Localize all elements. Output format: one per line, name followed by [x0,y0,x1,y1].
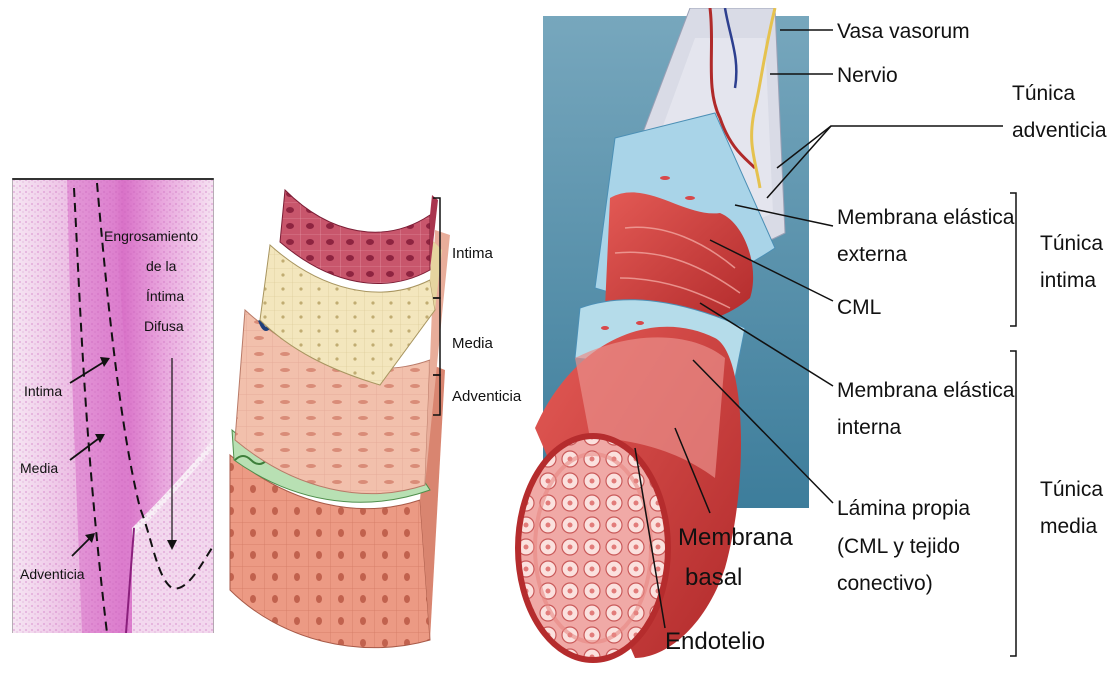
label-tunica-intima-1: Túnica [1040,230,1103,257]
label-tunica-adventicia-1: Túnica [1012,80,1075,107]
label-lamina-2: (CML y tejido [837,533,960,560]
label-endotelio: Endotelio [665,628,765,655]
layers-illustration [220,170,530,660]
label-engrosamiento-1: Engrosamiento [104,228,198,244]
vessel-illustration [515,8,1107,678]
label-engrosamiento-4: Difusa [144,318,184,334]
label-membrana-basal-2: basal [685,564,742,591]
histology-panel: Engrosamiento de la Íntima Difusa Intima… [12,178,214,633]
label-layer-media: Media [452,335,493,352]
label-mem-int-2: interna [837,414,901,441]
label-mem-ext-2: externa [837,241,907,268]
label-tunica-media-1: Túnica [1040,476,1103,503]
label-nervio: Nervio [837,62,898,89]
label-mem-int-1: Membrana elástica [837,377,1014,404]
label-engrosamiento-3: Íntima [146,288,184,304]
label-tunica-media-2: media [1040,513,1097,540]
label-histo-adventicia: Adventicia [20,566,85,582]
label-lamina-3: conectivo) [837,570,933,597]
histology-image [12,178,214,633]
label-layer-adventicia: Adventicia [452,388,521,405]
label-tunica-intima-2: intima [1040,267,1096,294]
label-tunica-adventicia-2: adventicia [1012,117,1107,144]
label-mem-ext-1: Membrana elástica [837,204,1014,231]
label-cml: CML [837,294,881,321]
label-histo-intima: Intima [24,383,62,399]
layers-panel: Intima Media Adventicia [220,170,530,660]
label-engrosamiento-2: de la [146,258,176,274]
label-layer-intima: Intima [452,245,493,262]
vessel-panel: Vasa vasorum Nervio Túnica adventicia Me… [515,8,1107,678]
label-lamina-1: Lámina propia [837,495,970,522]
label-membrana-basal-1: Membrana [678,524,793,551]
label-vasa-vasorum: Vasa vasorum [837,18,970,45]
label-histo-media: Media [20,460,58,476]
